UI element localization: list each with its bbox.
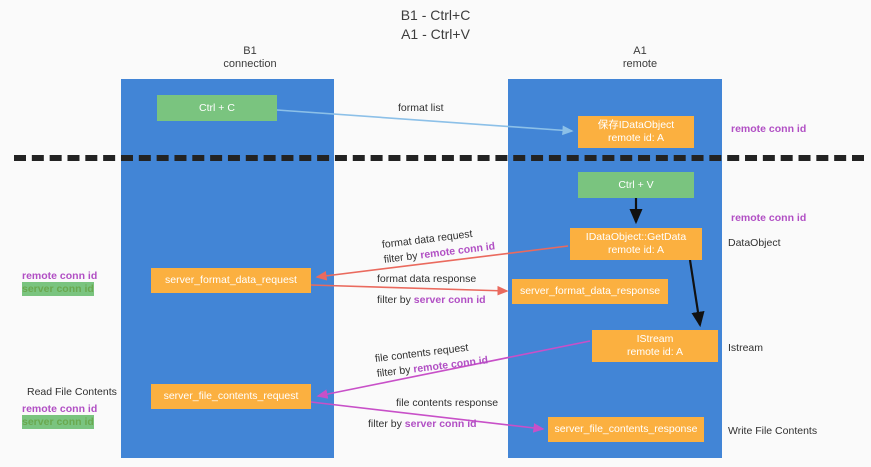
box-server-format-data-request[interactable]: server_format_data_request (151, 268, 311, 293)
box-server-format-data-response[interactable]: server_format_data_response (512, 279, 668, 304)
page-title: B1 - Ctrl+C A1 - Ctrl+V (400, 7, 471, 42)
annotation-format-data-response: format data response filter by server co… (377, 272, 486, 308)
legend-left-read-file-contents: Read File Contents (27, 386, 117, 398)
legend-left-remote-conn-id: remote conn id (22, 270, 98, 282)
legend-right-istream: Istream (728, 342, 764, 354)
box-ctrl-c[interactable]: Ctrl + C (157, 95, 277, 121)
annotation-line-1: format data response (377, 273, 477, 285)
box-idataobject-getdata[interactable]: IDataObject::GetData remote id: A (570, 228, 702, 260)
legend-right-dataobject: DataObject (728, 237, 781, 249)
box-istream[interactable]: IStream remote id: A (592, 330, 718, 362)
filter-prefix: filter by (383, 249, 422, 266)
legend-left-remote-conn-id-2: remote conn id (22, 403, 98, 415)
legend-left-server-conn-id-2: server conn id (22, 415, 94, 429)
filter-prefix: filter by (368, 418, 405, 430)
box-ctrl-v[interactable]: Ctrl + V (578, 172, 694, 198)
annotation-line-2: filter by server conn id (368, 417, 498, 432)
box-server-file-contents-response[interactable]: server_file_contents_response (548, 417, 704, 442)
annotation-line-1: file contents response (396, 397, 499, 409)
box-server-file-contents-request[interactable]: server_file_contents_request (151, 384, 311, 409)
filter-prefix: filter by (376, 363, 415, 380)
column-header-a1: A1 remote (622, 45, 658, 70)
key-server-conn-id: server conn id (404, 418, 477, 430)
annotation-line-2: filter by server conn id (377, 293, 486, 308)
legend-right-remote-conn-id-mid: remote conn id (731, 212, 807, 224)
legend-right-write-file-contents: Write File Contents (728, 425, 818, 437)
column-header-b1: B1 connection (223, 45, 277, 70)
key-server-conn-id: server conn id (413, 294, 486, 306)
annotation-file-contents-request: file contents request filter by remote c… (374, 338, 489, 381)
legend-right-remote-conn-id-top: remote conn id (731, 123, 807, 135)
annotation-format-data-request: format data request filter by remote con… (381, 224, 496, 267)
box-save-idataobject[interactable]: 保存IDataObject remote id: A (578, 116, 694, 148)
annotation-format-list: format list (398, 102, 444, 114)
section-divider (14, 155, 864, 161)
annotation-file-contents-response: file contents response filter by server … (368, 396, 498, 432)
legend-left-server-conn-id: server conn id (22, 282, 94, 296)
filter-prefix: filter by (377, 294, 414, 306)
